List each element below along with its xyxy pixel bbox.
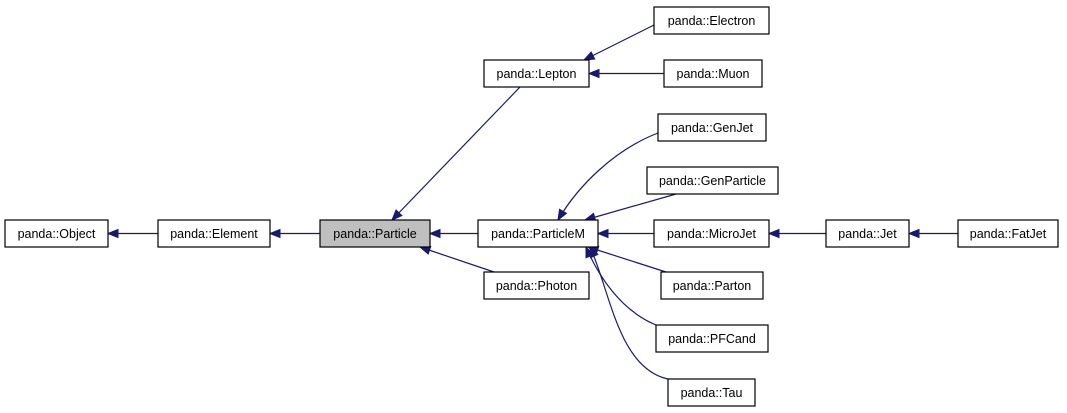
arrowhead-icon	[587, 68, 600, 79]
arrowhead-icon	[767, 228, 780, 239]
node-label: panda::Particle	[333, 227, 416, 241]
node-box	[825, 219, 910, 248]
inheritance-edge-parton-to-particlem	[586, 245, 667, 273]
inheritance-edge-particlem-to-particle	[428, 228, 478, 239]
class-node-genparticle[interactable]: panda::GenParticle	[646, 166, 779, 195]
node-label: panda::Parton	[673, 279, 752, 293]
edges-layer	[106, 24, 958, 380]
node-box	[653, 6, 770, 35]
edge-line	[557, 132, 659, 221]
arrowhead-icon	[596, 228, 609, 239]
node-label: panda::Muon	[677, 67, 750, 81]
node-box	[655, 324, 769, 353]
inheritance-edge-electron-to-lepton	[582, 24, 655, 61]
inheritance-edge-particle-to-element	[268, 228, 320, 239]
class-node-lepton[interactable]: panda::Lepton	[483, 59, 590, 88]
arrowhead-icon	[907, 228, 920, 239]
arrowhead-icon	[106, 228, 119, 239]
edge-line	[391, 86, 521, 221]
inheritance-edge-pfcand-to-particlem	[585, 245, 657, 326]
edge-line	[419, 246, 495, 273]
arrowhead-icon	[428, 228, 441, 239]
node-label: panda::Electron	[668, 14, 756, 28]
node-label: panda::FatJet	[970, 227, 1047, 241]
inheritance-edge-jet-to-microjet	[767, 228, 826, 239]
inheritance-edge-genjet-to-particlem	[557, 132, 659, 222]
arrowhead-icon	[582, 51, 596, 61]
node-box	[319, 219, 431, 248]
node-box	[4, 219, 109, 248]
node-box	[483, 59, 590, 88]
inheritance-edge-fatjet-to-jet	[907, 228, 958, 239]
node-label: panda::Lepton	[497, 67, 577, 81]
node-box	[657, 113, 767, 142]
class-node-fatjet[interactable]: panda::FatJet	[957, 219, 1059, 248]
arrowhead-icon	[391, 209, 403, 221]
edge-line	[585, 246, 657, 326]
class-node-particlem[interactable]: panda::ParticleM	[477, 219, 599, 248]
node-label: panda::Jet	[838, 227, 897, 241]
class-node-tau[interactable]: panda::Tau	[667, 378, 756, 407]
class-node-particle[interactable]: panda::Particle	[319, 219, 431, 248]
class-node-element[interactable]: panda::Element	[157, 219, 271, 248]
node-box	[646, 166, 779, 195]
node-label: panda::GenParticle	[659, 174, 766, 188]
arrowhead-icon	[589, 245, 599, 259]
edge-line	[587, 246, 667, 273]
arrowhead-icon	[268, 228, 281, 239]
edge-line	[589, 246, 669, 380]
node-label: panda::Element	[170, 227, 258, 241]
node-box	[483, 271, 590, 300]
class-node-microjet[interactable]: panda::MicroJet	[653, 219, 770, 248]
inheritance-edge-tau-to-particlem	[589, 245, 669, 380]
node-box	[477, 219, 599, 248]
node-label: panda::Object	[18, 227, 96, 241]
edge-line	[584, 193, 677, 221]
edge-line	[583, 24, 655, 61]
inheritance-edge-element-to-object	[106, 228, 158, 239]
arrowhead-icon	[557, 208, 568, 222]
node-box	[660, 271, 764, 300]
class-node-muon[interactable]: panda::Muon	[663, 59, 763, 88]
node-box	[667, 378, 756, 407]
node-box	[663, 59, 763, 88]
inheritance-edge-photon-to-particle	[418, 245, 495, 273]
node-label: panda::ParticleM	[491, 227, 585, 241]
node-label: panda::PFCand	[668, 332, 756, 346]
class-node-electron[interactable]: panda::Electron	[653, 6, 770, 35]
node-label: panda::Tau	[681, 386, 743, 400]
class-node-pfcand[interactable]: panda::PFCand	[655, 324, 769, 353]
class-node-parton[interactable]: panda::Parton	[660, 271, 764, 300]
nodes-layer: panda::Object panda::Element panda::Partic…	[4, 6, 1059, 407]
node-box	[957, 219, 1059, 248]
node-label: panda::Photon	[496, 279, 577, 293]
node-box	[653, 219, 770, 248]
inheritance-edge-lepton-to-particle	[391, 86, 521, 221]
node-label: panda::MicroJet	[667, 227, 756, 241]
inheritance-edge-genparticle-to-particlem	[583, 193, 677, 222]
inheritance-edge-muon-to-lepton	[587, 68, 664, 79]
class-node-photon[interactable]: panda::Photon	[483, 271, 590, 300]
class-node-object[interactable]: panda::Object	[4, 219, 109, 248]
node-label: panda::GenJet	[671, 121, 754, 135]
class-node-genjet[interactable]: panda::GenJet	[657, 113, 767, 142]
class-node-jet[interactable]: panda::Jet	[825, 219, 910, 248]
node-box	[157, 219, 271, 248]
inheritance-edge-microjet-to-particlem	[596, 228, 654, 239]
